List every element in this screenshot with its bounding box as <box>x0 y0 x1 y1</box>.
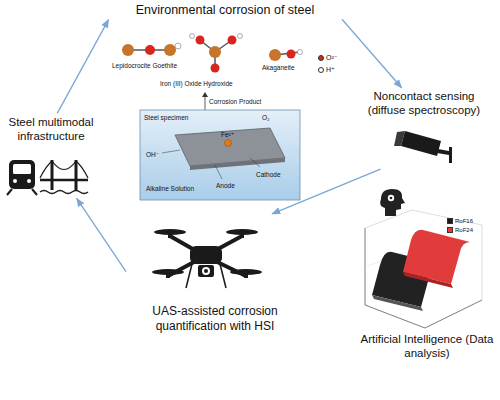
legend-entry: RoF24 <box>447 227 473 234</box>
stage-label: Artificial Intelligence (Data analysis) <box>360 333 494 361</box>
legend-entry: O²⁻ <box>318 54 337 62</box>
train-icon <box>7 160 37 195</box>
part-label: Lepidocrocite Goethite <box>112 62 177 69</box>
stage-heading: Steel multimodal infrastructure <box>3 116 99 196</box>
part-label: Cathode <box>256 171 281 178</box>
specimen-cell <box>140 110 300 200</box>
cycle-arrow <box>272 169 380 214</box>
bridge-icon <box>40 160 88 194</box>
legend-swatch <box>318 67 324 73</box>
stage-label: Steel multimodal infrastructure <box>3 116 99 144</box>
cycle-arrow <box>77 198 126 271</box>
part-label: Fe²⁺ <box>221 131 234 138</box>
product-arrow <box>202 92 208 110</box>
molecule-lepidocrocite <box>122 43 181 56</box>
stage-heading: Noncontact sensing (diffuse spectroscopy… <box>356 90 492 168</box>
part-label: OH⁻ <box>146 151 159 158</box>
stage-heading: Environmental corrosion of steel <box>110 3 340 23</box>
legend-entry: H⁺ <box>318 66 335 74</box>
legend-text: O²⁻ <box>326 54 337 62</box>
legend-swatch <box>318 55 324 61</box>
camera-icon <box>394 131 452 163</box>
stage-label: Noncontact sensing (diffuse spectroscopy… <box>356 90 492 118</box>
part-label: Alkaline Solution <box>146 185 194 192</box>
cycle-arrow <box>342 19 402 87</box>
stage-label: Environmental corrosion of steel <box>136 3 315 18</box>
part-label: Iron (III) Oxide Hydroxide <box>160 80 233 87</box>
drone-icon <box>152 229 262 288</box>
part-label: Anode <box>216 182 235 189</box>
part-label: Steel specimen <box>144 114 188 121</box>
legend-entry: RoF16 <box>447 218 473 225</box>
legend-text: RoF24 <box>455 227 473 234</box>
molecule-akaganeite <box>269 49 303 61</box>
molecule-iron-oxide-hydroxide <box>190 34 243 73</box>
stage-heading: Artificial Intelligence (Data analysis) <box>360 333 494 365</box>
surface-chart <box>365 210 482 328</box>
legend-text: H⁺ <box>326 66 335 74</box>
legend-swatch <box>447 218 453 224</box>
part-label: O₂ <box>262 114 270 121</box>
part-label: Corrosion Product <box>209 98 261 105</box>
head-icon <box>380 189 405 216</box>
legend-swatch <box>447 227 453 233</box>
stage-heading: UAS-assisted corrosion quantification wi… <box>118 215 312 333</box>
stage-label: UAS-assisted corrosion quantification wi… <box>118 304 312 333</box>
legend-text: RoF16 <box>455 218 473 225</box>
part-label: Akaganeite <box>262 64 295 71</box>
cycle-arrow <box>57 20 108 114</box>
